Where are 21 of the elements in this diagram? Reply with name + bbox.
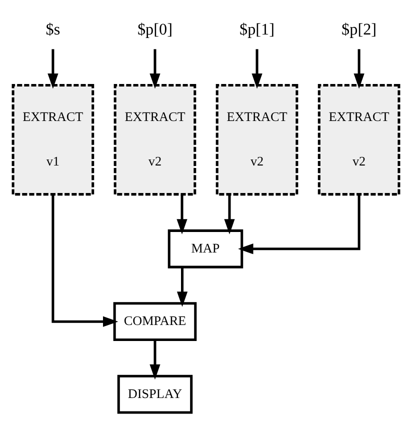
arrow bbox=[353, 49, 364, 89]
node-box: EXTRACT v1 bbox=[11, 84, 94, 196]
node-box: EXTRACT v2 bbox=[113, 84, 196, 196]
node-text: $s bbox=[45, 21, 60, 38]
node-box: EXTRACT v2 bbox=[215, 84, 298, 196]
arrow bbox=[149, 340, 160, 380]
node-text: $p[2] bbox=[341, 21, 376, 38]
arrow bbox=[238, 194, 360, 254]
node-text: $p[1] bbox=[239, 21, 274, 38]
node-box: MAP bbox=[167, 229, 243, 268]
arrow bbox=[176, 267, 188, 307]
arrow bbox=[176, 194, 187, 234]
node-box: EXTRACT v2 bbox=[317, 84, 400, 196]
arrow bbox=[149, 49, 160, 89]
arrow bbox=[47, 49, 58, 89]
arrow bbox=[224, 194, 234, 234]
node-text: $p[0] bbox=[136, 21, 172, 38]
arrow bbox=[51, 194, 118, 327]
arrow bbox=[251, 49, 262, 89]
node-box: COMPARE bbox=[112, 302, 196, 342]
node-box: DISPLAY bbox=[116, 374, 192, 414]
